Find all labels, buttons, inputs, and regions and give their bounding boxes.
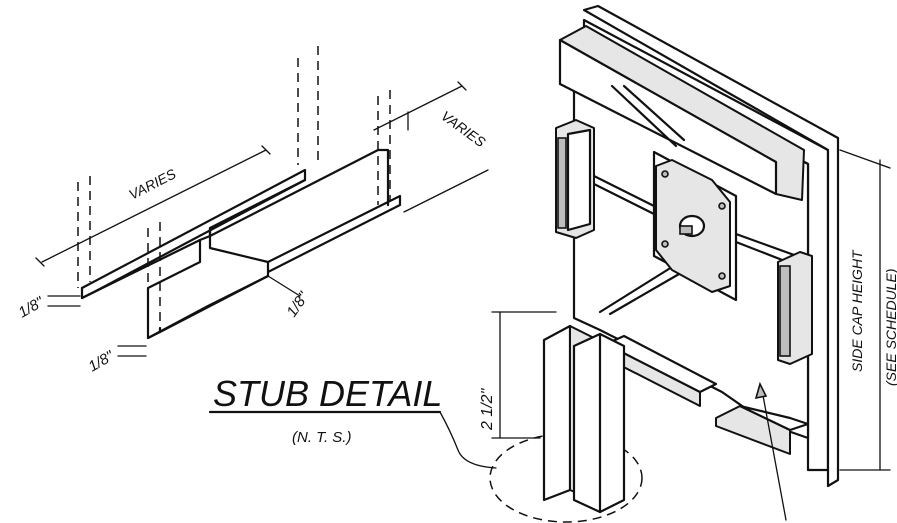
stub-isometric xyxy=(35,46,489,357)
dim-thickness-b: 1/8" xyxy=(86,347,118,375)
leader-arrowhead xyxy=(754,381,768,400)
leader-arrow xyxy=(761,389,787,521)
stub-height-label: 2 1/2" xyxy=(479,387,496,431)
detail-leader xyxy=(439,411,497,469)
detail-title: STUB DETAIL xyxy=(213,373,442,414)
dim-side-cap-height xyxy=(839,149,891,471)
side-cap-assembly xyxy=(542,4,840,514)
side-cap-height-label: SIDE CAP HEIGHT xyxy=(849,249,865,372)
dim-thickness-a: 1/8" xyxy=(16,293,48,321)
schedule-note: (SEE SCHEDULE) xyxy=(883,269,897,386)
scale-note: (N. T. S.) xyxy=(292,429,351,446)
dim-thickness-c: 1/8" xyxy=(283,289,312,321)
dim-varies-right: VARIES xyxy=(438,107,489,150)
dim-stub-height xyxy=(491,311,557,439)
